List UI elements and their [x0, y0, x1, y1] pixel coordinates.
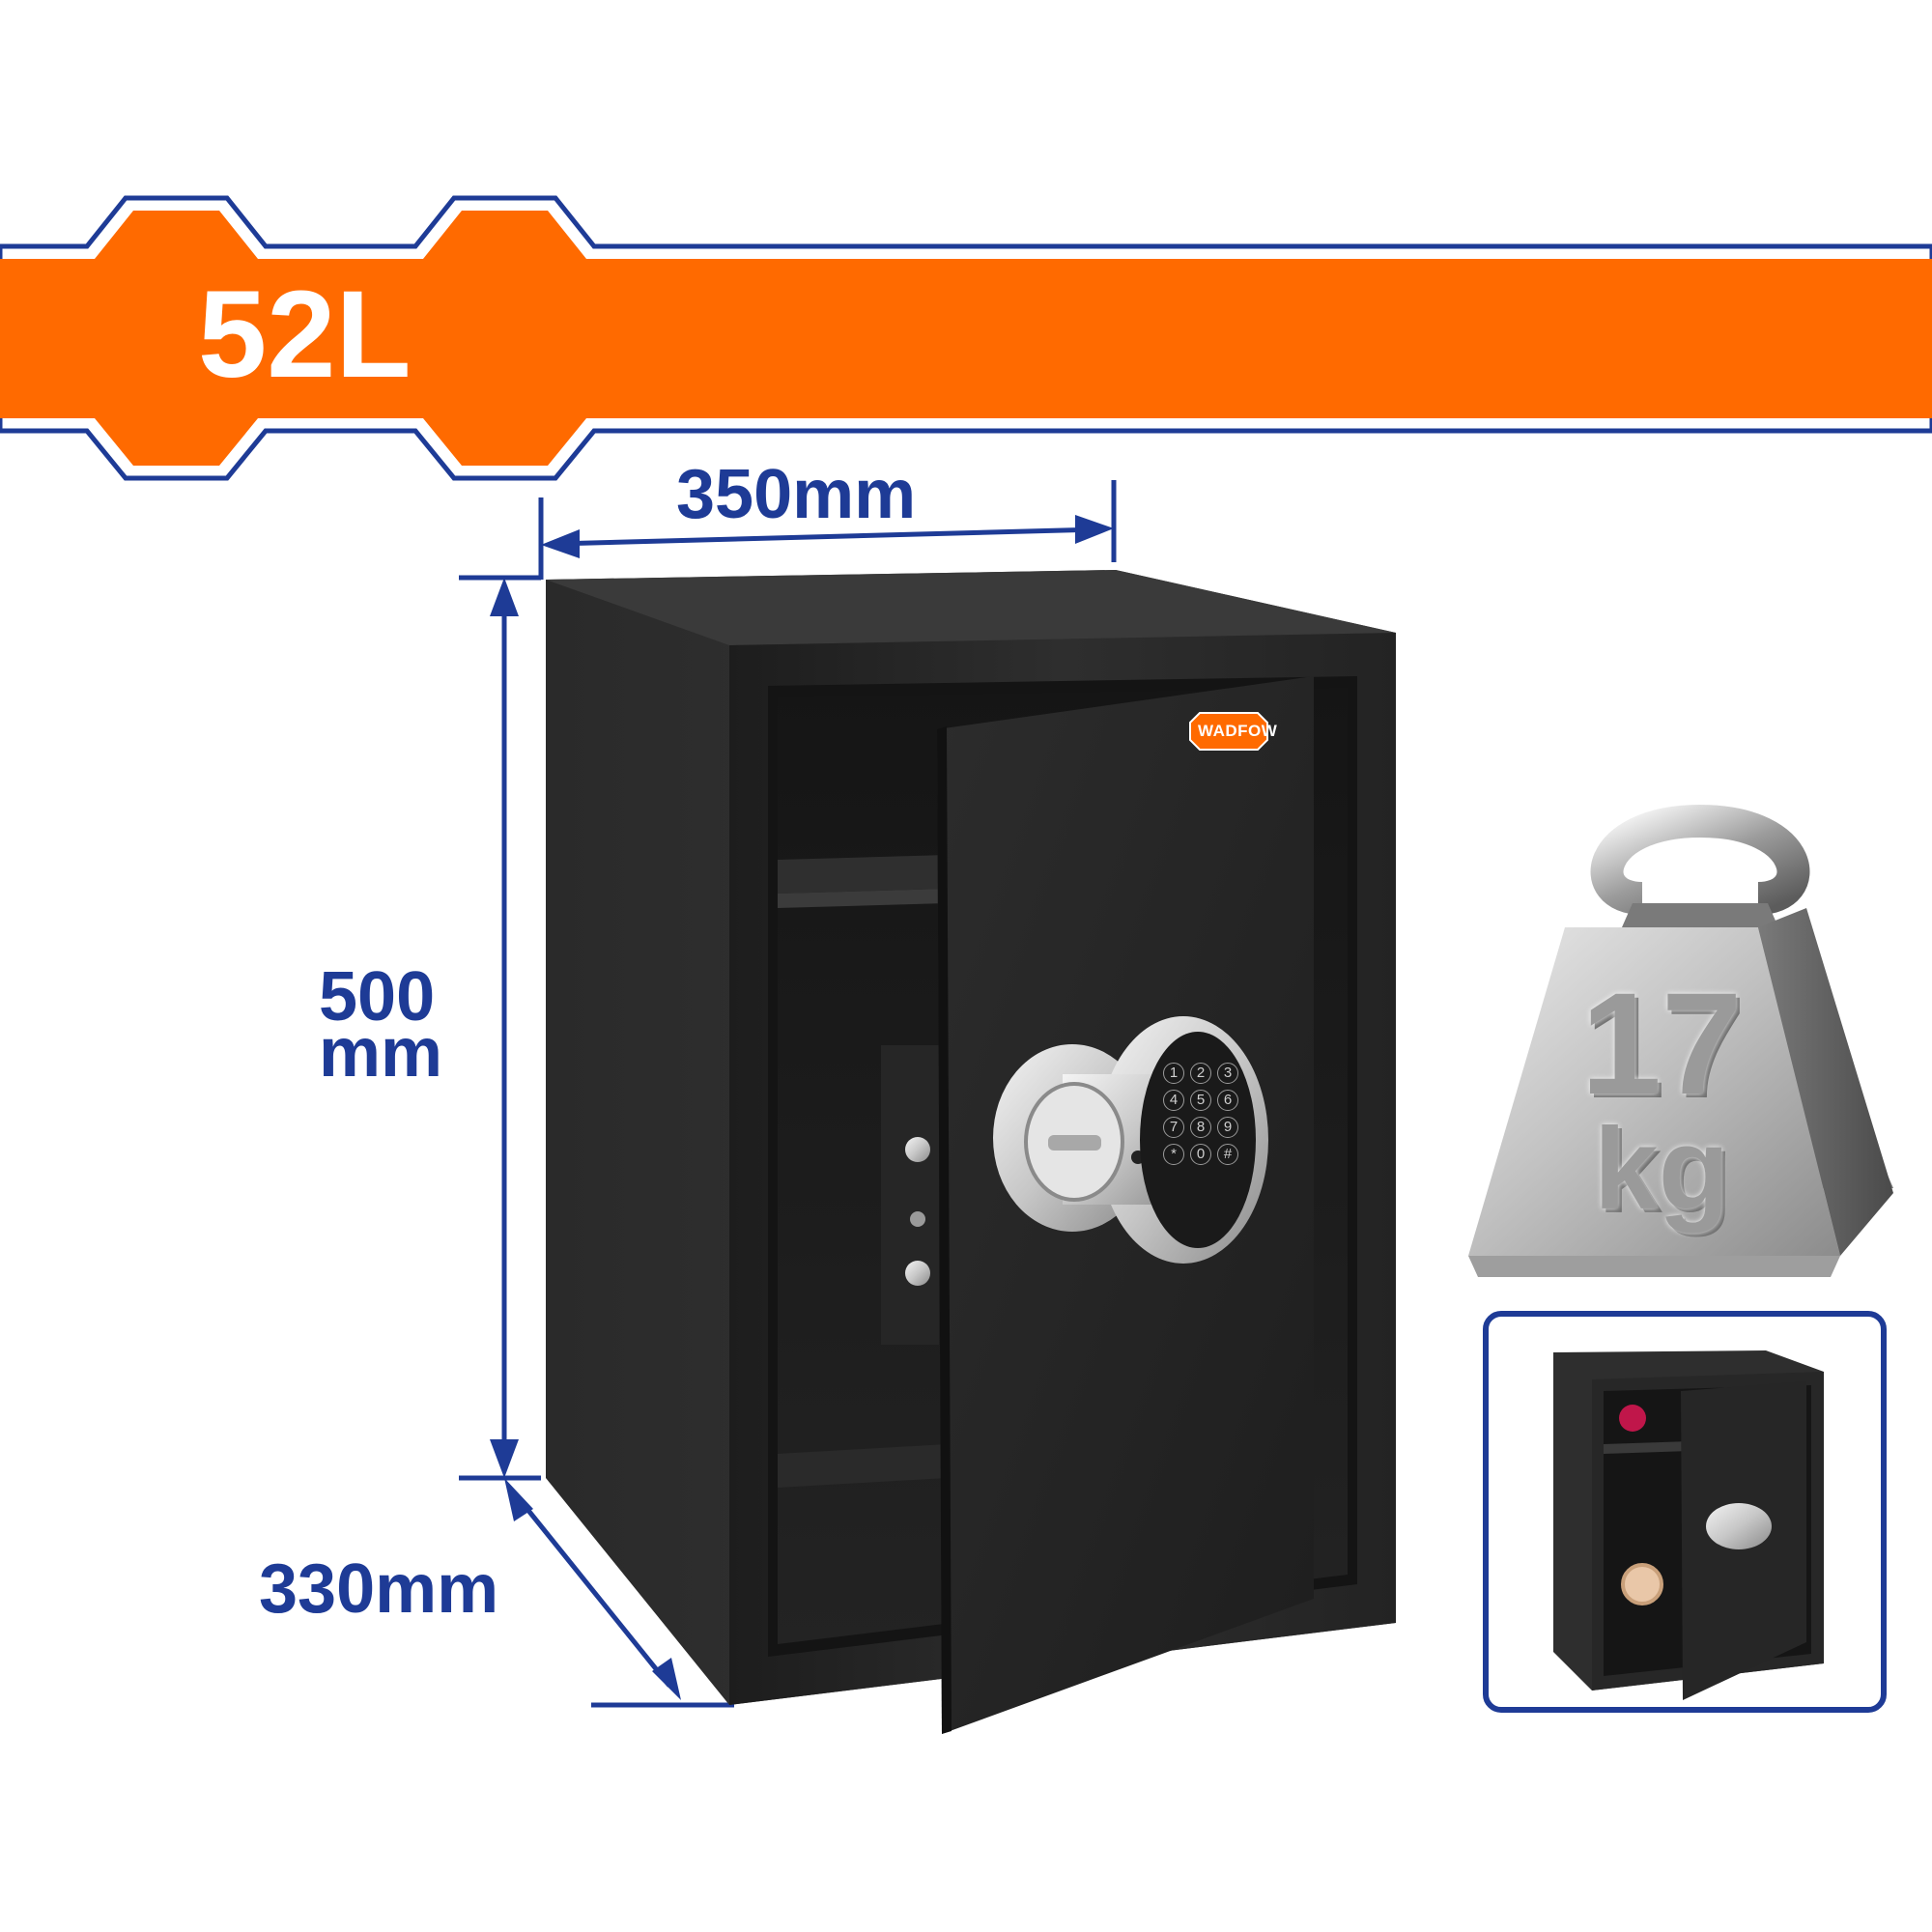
- safe-door[interactable]: [937, 676, 1314, 1734]
- brand-label: WADFOW: [1198, 722, 1278, 740]
- interior-floor: [778, 1444, 947, 1488]
- keypad-key[interactable]: 1: [1163, 1063, 1184, 1084]
- dimension-lines: [459, 480, 1117, 1708]
- depth-line: [512, 1491, 671, 1688]
- weight-unit: kg: [1593, 1104, 1730, 1234]
- keypad-key[interactable]: *: [1163, 1144, 1184, 1165]
- safe-top: [546, 570, 1396, 645]
- weight-handle: [1590, 804, 1810, 915]
- width-arrow-right: [1075, 515, 1114, 544]
- depth-label: 330mm: [259, 1550, 499, 1628]
- interior-shelf-edge: [778, 889, 947, 908]
- keypad-key[interactable]: 0: [1190, 1144, 1211, 1165]
- height-unit-label: mm: [319, 1014, 443, 1092]
- depth-arrow-bottom: [652, 1658, 681, 1700]
- keypad-key[interactable]: 5: [1190, 1090, 1211, 1111]
- inset-lock: [1706, 1503, 1772, 1549]
- keypad-grid: 1 2 3 4 5 6 7 8 9 * 0 #: [1163, 1063, 1238, 1165]
- weight-value: 17: [1580, 962, 1743, 1124]
- weight-base: [1468, 1256, 1840, 1277]
- inset-ring: [1619, 1405, 1646, 1432]
- weight-side: [1758, 908, 1893, 1256]
- door-edge: [937, 726, 952, 1734]
- depth-arrow-top: [504, 1478, 533, 1521]
- width-label: 350mm: [676, 456, 917, 533]
- weight-icon: [1468, 804, 1893, 1277]
- keypad-key[interactable]: 9: [1217, 1117, 1238, 1138]
- bolt-keyhole: [910, 1211, 925, 1227]
- keypad-key[interactable]: 2: [1190, 1063, 1211, 1084]
- bolt-bottom: [905, 1261, 930, 1286]
- keypad-key[interactable]: 8: [1190, 1117, 1211, 1138]
- keypad-face: [1140, 1032, 1256, 1248]
- brand-logo: [1189, 712, 1268, 751]
- keypad-key[interactable]: #: [1217, 1144, 1238, 1165]
- keypad-key[interactable]: 3: [1217, 1063, 1238, 1084]
- height-arrow-bottom: [490, 1439, 519, 1478]
- height-arrow-top: [490, 578, 519, 616]
- inset-shelf: [1604, 1441, 1690, 1454]
- keypad-key[interactable]: 7: [1163, 1117, 1184, 1138]
- inset-watch: [1621, 1563, 1663, 1605]
- bolt-panel: [881, 1045, 939, 1345]
- bolt-top: [905, 1137, 930, 1162]
- height-value-label: 500: [319, 958, 436, 1036]
- interior-shelf: [778, 855, 947, 894]
- keypad-key[interactable]: 4: [1163, 1090, 1184, 1111]
- capacity-label: 52L: [198, 266, 412, 404]
- weight-front: [1468, 927, 1840, 1256]
- lock-knob-handle: [1048, 1135, 1101, 1151]
- banner-fill: [0, 211, 1932, 466]
- keypad-key[interactable]: 6: [1217, 1090, 1238, 1111]
- usage-inset: [1483, 1311, 1887, 1713]
- width-arrow-left: [541, 529, 580, 558]
- capacity-banner: [0, 195, 1932, 481]
- width-line: [554, 526, 1100, 547]
